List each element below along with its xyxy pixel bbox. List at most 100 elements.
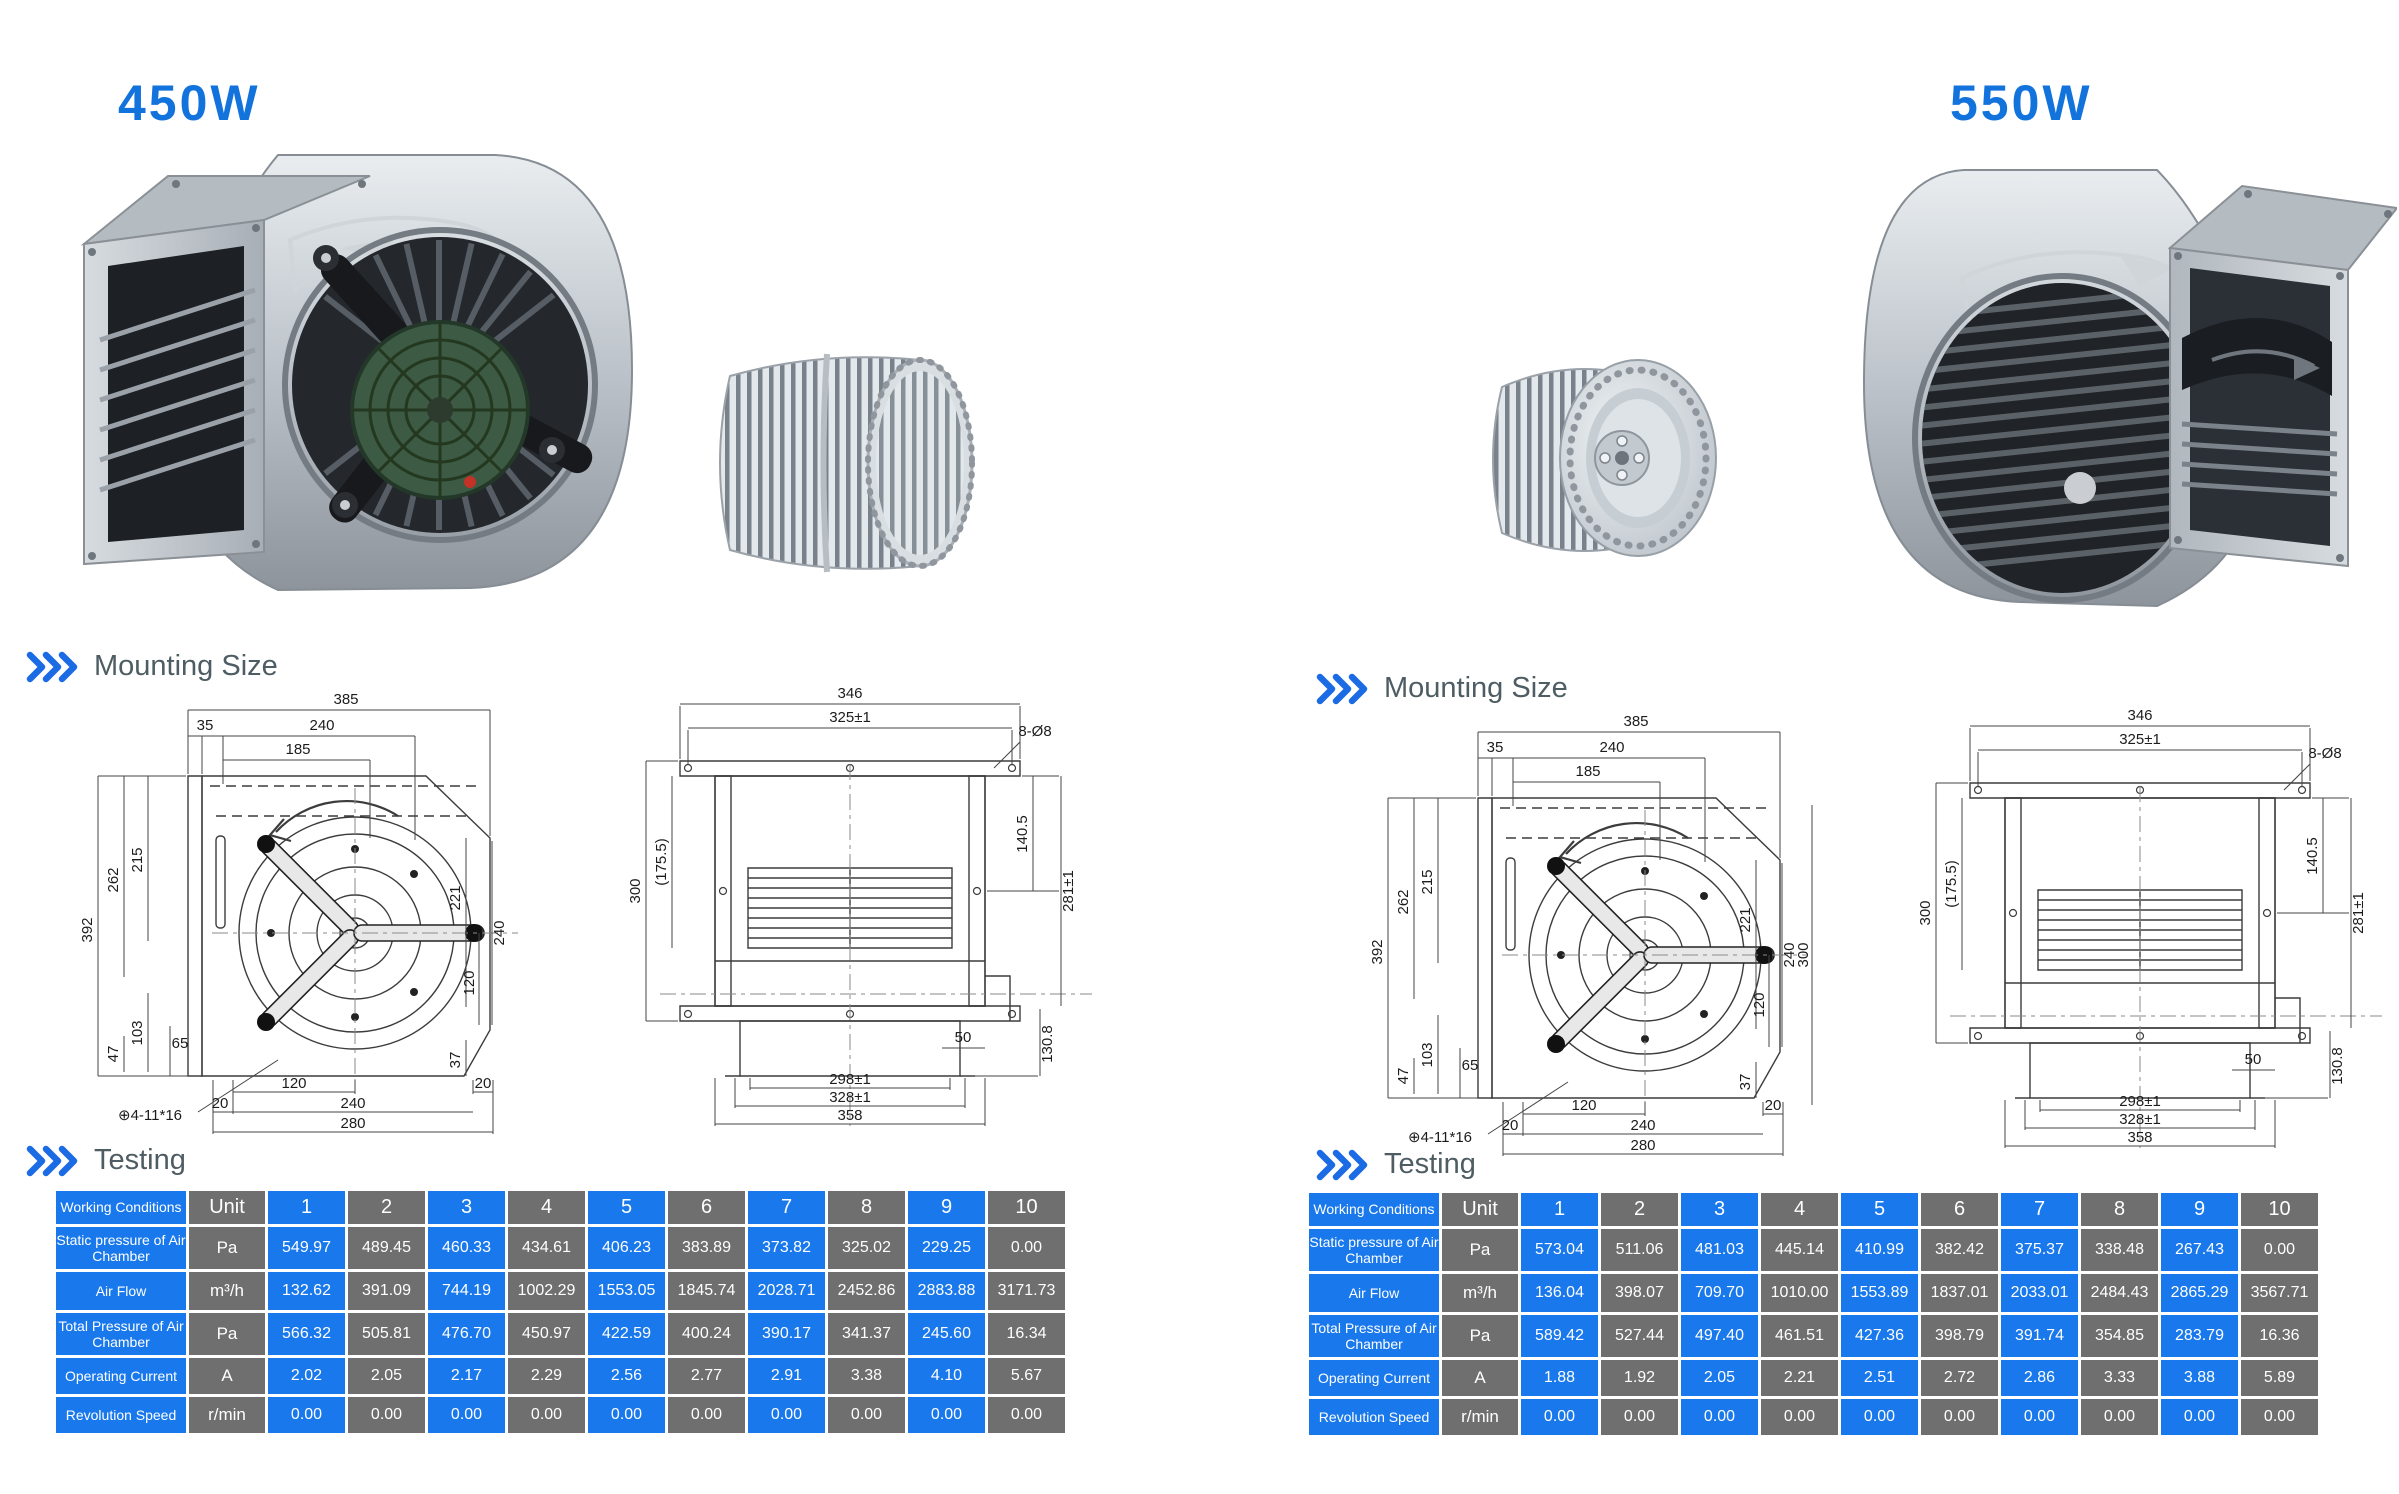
table-value-cell: 0.00 — [588, 1397, 665, 1433]
table-value-cell: 0.00 — [508, 1397, 585, 1433]
product-photo-wheel-450w — [719, 353, 975, 573]
table-value-cell: 0.00 — [348, 1397, 425, 1433]
table-row-label: Operating Current — [56, 1358, 186, 1394]
dimension-label: 65 — [1462, 1057, 1479, 1074]
table-value-cell: 406.23 — [588, 1227, 665, 1269]
table-value-cell: 445.14 — [1761, 1229, 1838, 1271]
table-value-cell: 2.21 — [1761, 1360, 1838, 1396]
table-value-cell: 0.00 — [1601, 1399, 1678, 1435]
table-unit-cell: m³/h — [189, 1272, 265, 1310]
table-value-cell: 0.00 — [1921, 1399, 1998, 1435]
mounting-drawing-side-550w: 346 325±1 8-Ø8 300 (175.5) 140.5 281±1 5… — [1910, 698, 2390, 1158]
triple-chevron-icon — [26, 1145, 78, 1176]
table-value-cell: 2028.71 — [748, 1272, 825, 1310]
dimension-label: 50 — [2245, 1051, 2262, 1068]
dimension-label: 120 — [1751, 992, 1768, 1017]
front-view-drawing: 385 35 240 185 392 262 215 103 47 65 221… — [79, 691, 530, 1143]
table-value-cell: 527.44 — [1601, 1315, 1678, 1357]
table-value-cell: 1837.01 — [1921, 1274, 1998, 1312]
table-value-cell: 0.00 — [2241, 1229, 2318, 1271]
dimension-label: 185 — [285, 741, 310, 758]
dimension-label: 37 — [1737, 1074, 1754, 1091]
dimension-label: 385 — [333, 691, 358, 708]
table-value-cell: 0.00 — [908, 1397, 985, 1433]
table-header-cell: 4 — [508, 1191, 585, 1224]
inlet-interior — [2181, 317, 2338, 497]
dimension-label: 140.5 — [2304, 837, 2321, 875]
table-value-cell: 2.02 — [268, 1358, 345, 1394]
model-title-450w: 450W — [118, 75, 261, 131]
table-value-cell: 283.79 — [2161, 1315, 2238, 1357]
triple-chevron-icon — [1316, 1149, 1368, 1180]
dimension-label: 392 — [79, 917, 96, 942]
table-value-cell: 3567.71 — [2241, 1274, 2318, 1312]
table-value-cell: 398.07 — [1601, 1274, 1678, 1312]
table-header-cell: 6 — [668, 1191, 745, 1224]
table-row-label: Static pressure of Air Chamber — [56, 1227, 186, 1269]
table-value-cell: 0.00 — [428, 1397, 505, 1433]
dimension-label: 47 — [1395, 1068, 1412, 1085]
table-value-cell: 0.00 — [2161, 1399, 2238, 1435]
table-value-cell: 497.40 — [1681, 1315, 1758, 1357]
table-value-cell: 373.82 — [748, 1227, 825, 1269]
table-value-cell: 2.72 — [1921, 1360, 1998, 1396]
table-header-cell: 9 — [908, 1191, 985, 1224]
table-value-cell: 3.33 — [2081, 1360, 2158, 1396]
table-value-cell: 267.43 — [2161, 1229, 2238, 1271]
table-value-cell: 229.25 — [908, 1227, 985, 1269]
dimension-label: (175.5) — [1943, 860, 1960, 908]
table-value-cell: 354.85 — [2081, 1315, 2158, 1357]
dimension-label: 20 — [1502, 1117, 1519, 1134]
dimension-label: 215 — [1419, 869, 1436, 894]
dimension-label: 325±1 — [2119, 731, 2161, 748]
table-header-cell: 6 — [1921, 1193, 1998, 1226]
dimension-label: 358 — [837, 1107, 862, 1124]
dimension-label: 346 — [2127, 707, 2152, 724]
dimension-label: 280 — [340, 1115, 365, 1132]
table-value-cell: 5.67 — [988, 1358, 1065, 1394]
table-row-label: Air Flow — [1309, 1274, 1439, 1312]
dimension-label: 240 — [491, 920, 508, 945]
dimension-label: 240 — [1599, 739, 1624, 756]
hole-callout-label: ⊕4-11*16 — [118, 1107, 182, 1124]
table-value-cell: 450.97 — [508, 1313, 585, 1355]
dimension-label: 281±1 — [1060, 870, 1077, 912]
dimension-label: 35 — [197, 717, 214, 734]
table-value-cell: 709.70 — [1681, 1274, 1758, 1312]
table-row-label: Air Flow — [56, 1272, 186, 1310]
mounting-drawing-front-550w: 385 35 240 185 392 262 215 103 47 65 221… — [1360, 710, 1820, 1170]
table-header-cell: Unit — [1442, 1193, 1518, 1226]
table-value-cell: 1845.74 — [668, 1272, 745, 1310]
dimension-label: 385 — [1623, 713, 1648, 730]
table-value-cell: 0.00 — [1681, 1399, 1758, 1435]
table-value-cell: 461.51 — [1761, 1315, 1838, 1357]
table-row-label: Revolution Speed — [1309, 1399, 1439, 1435]
table-unit-cell: m³/h — [1442, 1274, 1518, 1312]
dimension-label: 240 — [340, 1095, 365, 1112]
table-value-cell: 16.36 — [2241, 1315, 2318, 1357]
dimension-label: 215 — [129, 847, 146, 872]
table-value-cell: 382.42 — [1921, 1229, 1998, 1271]
dimension-label: 240 — [309, 717, 334, 734]
table-value-cell: 398.79 — [1921, 1315, 1998, 1357]
table-value-cell: 744.19 — [428, 1272, 505, 1310]
table-value-cell: 1010.00 — [1761, 1274, 1838, 1312]
product-photo-wheel-550w — [1492, 359, 1717, 557]
table-row-label: Working Conditions — [1309, 1193, 1439, 1226]
inlet-opening — [2190, 268, 2330, 546]
table-header-cell: 4 — [1761, 1193, 1838, 1226]
dimension-label: 103 — [1419, 1042, 1436, 1067]
table-header-cell: 5 — [588, 1191, 665, 1224]
dimension-label: 20 — [1765, 1097, 1782, 1114]
table-value-cell: 422.59 — [588, 1313, 665, 1355]
table-value-cell: 0.00 — [668, 1397, 745, 1433]
dimension-label: 325±1 — [829, 709, 871, 726]
table-unit-cell: Pa — [189, 1313, 265, 1355]
table-value-cell: 132.62 — [268, 1272, 345, 1310]
table-value-cell: 549.97 — [268, 1227, 345, 1269]
table-value-cell: 489.45 — [348, 1227, 425, 1269]
table-value-cell: 3171.73 — [988, 1272, 1065, 1310]
dimension-label: 20 — [475, 1075, 492, 1092]
table-value-cell: 589.42 — [1521, 1315, 1598, 1357]
product-photo-blower-550w — [1862, 169, 2397, 608]
